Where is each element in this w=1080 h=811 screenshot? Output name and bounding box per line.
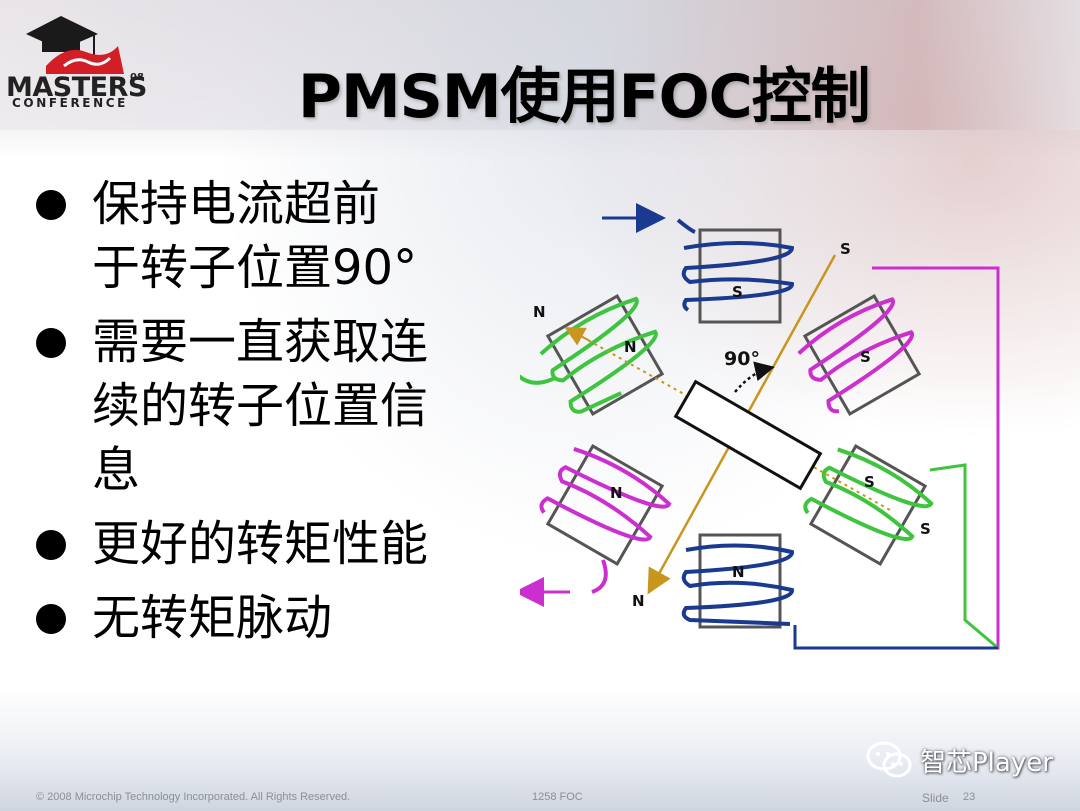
slide-title: PMSM使用FOC控制 bbox=[298, 62, 871, 132]
footer-session: 1258 FOC bbox=[532, 791, 583, 803]
motor-diagram: S S N N 90° S S S N N N bbox=[520, 203, 1000, 650]
bullet-item: 更好的转矩性能 bbox=[30, 512, 530, 576]
footer-copyright: © 2008 Microchip Technology Incorporated… bbox=[36, 791, 351, 803]
label-s-right-outer: S bbox=[920, 520, 931, 538]
lower-right-stator-coil bbox=[803, 443, 934, 567]
label-n-left-pole: N bbox=[624, 338, 637, 356]
bullet-dot-icon bbox=[36, 328, 66, 358]
bottom-stator-coil bbox=[681, 533, 794, 629]
bullet-dot-icon bbox=[36, 604, 66, 634]
masters-logo bbox=[6, 4, 156, 114]
green-wire bbox=[929, 463, 999, 650]
masters-year: 08 bbox=[130, 72, 144, 83]
bullet-line: 息 bbox=[92, 442, 141, 498]
upper-right-stator-coil bbox=[797, 293, 922, 417]
label-angle: 90° bbox=[724, 348, 760, 370]
rotor-magnet bbox=[673, 379, 823, 491]
bullet-item: 保持电流超前 于转子位置90° bbox=[30, 172, 530, 300]
bullet-line: 续的转子位置信 bbox=[92, 378, 429, 434]
bullet-line: 于转子位置90° bbox=[92, 240, 418, 296]
bullet-line: 更好的转矩性能 bbox=[92, 516, 429, 572]
watermark-text: 智芯Player bbox=[920, 747, 1053, 778]
bullet-line: 保持电流超前 bbox=[92, 176, 381, 232]
bullet-dot-icon bbox=[36, 190, 66, 220]
footer-slide-label: Slide bbox=[922, 791, 949, 805]
conference-wordmark: CONFERENCE bbox=[12, 96, 128, 110]
label-n-bottom-pole: N bbox=[732, 563, 745, 581]
label-s-right-upper: S bbox=[860, 348, 871, 366]
lower-left-stator-coil bbox=[539, 443, 672, 567]
footer-slide-number: 23 bbox=[963, 791, 976, 803]
label-s-top-axis: S bbox=[840, 240, 851, 258]
label-n-bottom-axis: N bbox=[632, 592, 645, 610]
label-s-top-pole: S bbox=[732, 283, 743, 301]
label-s-right-lower: S bbox=[864, 473, 875, 491]
top-stator-coil bbox=[676, 218, 795, 324]
bullet-dot-icon bbox=[36, 530, 66, 560]
watermark: 智芯Player bbox=[866, 740, 1053, 780]
blue-wire bbox=[793, 625, 998, 650]
bullet-item: 需要一直获取连 续的转子位置信 息 bbox=[30, 310, 530, 502]
bullet-item: 无转矩脉动 bbox=[30, 586, 530, 650]
upper-left-stator-coil bbox=[539, 293, 665, 417]
graduation-cap-icon bbox=[26, 16, 124, 74]
header-band bbox=[0, 0, 1080, 130]
bullet-line: 无转矩脉动 bbox=[92, 590, 333, 646]
wechat-icon bbox=[866, 741, 912, 778]
masters-wordmark: MASTERS bbox=[6, 72, 147, 103]
bullet-list: 保持电流超前 于转子位置90° 需要一直获取连 续的转子位置信 息 更好的转矩性… bbox=[30, 172, 530, 660]
label-n-lower-left: N bbox=[610, 484, 623, 502]
label-n-left-outer: N bbox=[533, 303, 546, 321]
bullet-line: 需要一直获取连 bbox=[92, 314, 429, 370]
